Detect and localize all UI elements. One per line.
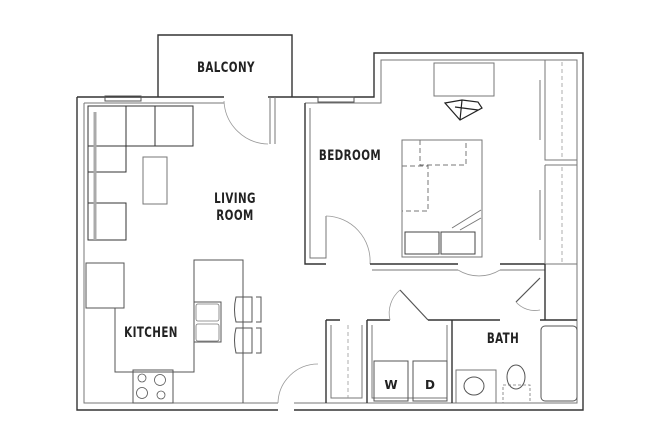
vanity <box>455 369 497 404</box>
sink <box>193 301 222 343</box>
room-label-bedroom: BEDROOM <box>318 148 382 164</box>
pillow <box>404 231 440 255</box>
window <box>317 96 355 103</box>
dryer-label: D <box>425 378 435 392</box>
balcony-outline <box>157 34 293 97</box>
bath-closet-door <box>515 277 541 303</box>
desk <box>433 62 495 97</box>
pillow <box>440 231 476 255</box>
room-label-bath: BATH <box>486 331 520 347</box>
stool <box>234 296 262 323</box>
washer <box>373 360 409 402</box>
exterior-wall <box>268 52 584 411</box>
exterior-wall <box>76 97 278 411</box>
coffee-table <box>142 156 168 205</box>
bedroom-door <box>325 215 371 265</box>
room-label-living-room-line2: ROOM <box>216 208 254 224</box>
room-label-living-room-line1: LIVING <box>214 191 256 207</box>
room-label-kitchen: KITCHEN <box>124 325 178 341</box>
toilet <box>506 364 526 390</box>
stool <box>234 327 262 354</box>
window <box>104 95 142 102</box>
interior-wall <box>304 103 326 265</box>
chair-icon <box>443 99 483 121</box>
dryer <box>412 360 448 402</box>
entry-door <box>277 363 319 404</box>
room-label-balcony: BALCONY <box>197 60 255 76</box>
bathtub <box>540 325 578 402</box>
bath-sink <box>463 376 485 396</box>
sofa <box>87 105 194 147</box>
bed <box>401 139 483 258</box>
stove <box>132 369 174 404</box>
balcony-door <box>223 100 269 145</box>
laundry-door <box>399 289 429 321</box>
washer-label: W <box>384 378 398 392</box>
fridge <box>85 262 125 309</box>
